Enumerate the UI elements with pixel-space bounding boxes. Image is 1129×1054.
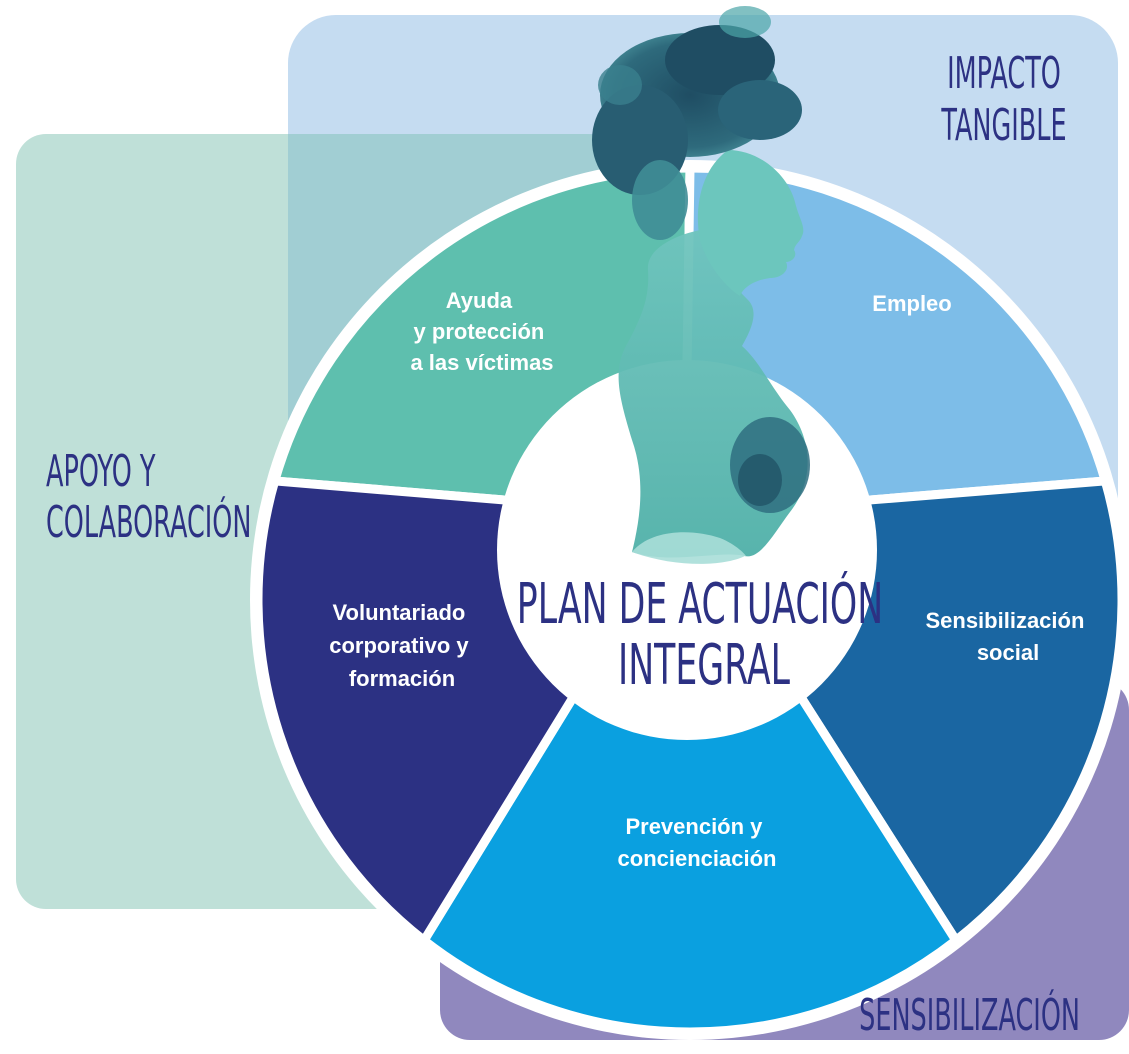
sensibilizacion-social-line-1: Sensibilización xyxy=(925,608,1084,633)
segment-label-voluntariado: Voluntariado corporativo y formación xyxy=(329,600,475,691)
apoyo-label-line-1: APOYO Y xyxy=(46,447,156,497)
ayuda-line-1: Ayuda xyxy=(446,288,513,313)
prevencion-line-2: concienciación xyxy=(618,846,777,871)
sensibilizacion-label: SENSIBILIZACIÓN xyxy=(859,990,1080,1041)
woman-watercolor-silhouette-icon xyxy=(592,6,810,564)
sensibilizacion-social-line-2: social xyxy=(977,640,1039,665)
ayuda-line-3: a las víctimas xyxy=(410,350,553,375)
segment-label-ayuda: Ayuda y protección a las víctimas xyxy=(410,288,553,375)
voluntariado-line-2: corporativo y xyxy=(329,633,469,658)
impacto-label-line-2: TANGIBLE xyxy=(941,101,1067,151)
empleo-line-1: Empleo xyxy=(872,291,951,316)
ayuda-line-2: y protección xyxy=(414,319,545,344)
voluntariado-line-1: Voluntariado xyxy=(333,600,466,625)
voluntariado-line-3: formación xyxy=(349,666,455,691)
prevencion-line-1: Prevención y xyxy=(625,814,763,839)
segment-label-empleo: Empleo xyxy=(872,291,951,316)
segment-label-sensibilizacion-social: Sensibilización social xyxy=(925,608,1090,665)
apoyo-label-line-2: COLABORACIÓN xyxy=(46,497,251,548)
center-title-line-1: PLAN DE ACTUACIÓN xyxy=(517,571,883,636)
center-title-line-2: INTEGRAL xyxy=(618,632,790,697)
impacto-label-line-1: IMPACTO xyxy=(947,49,1061,99)
segment-label-prevencion: Prevención y concienciación xyxy=(618,814,777,871)
